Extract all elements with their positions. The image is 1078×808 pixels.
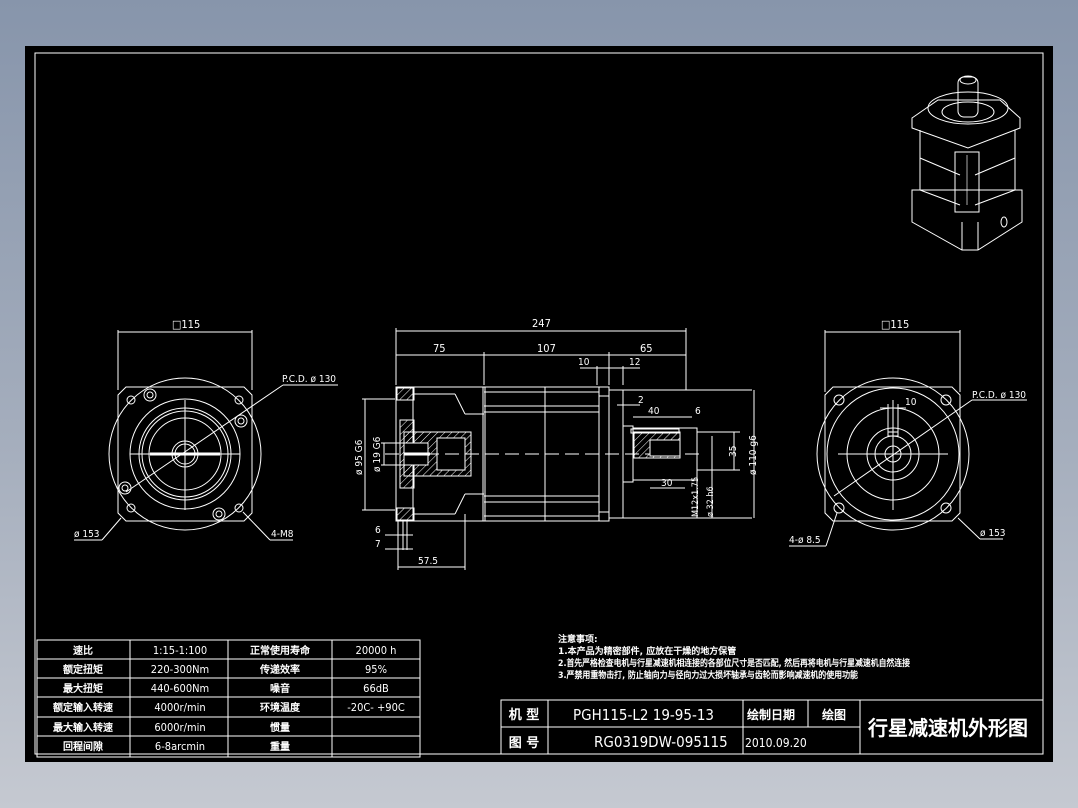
spec-value: 66dB bbox=[363, 682, 389, 695]
drawing-no-label: 图 号 bbox=[509, 736, 540, 751]
front-square-dim: □115 bbox=[172, 318, 200, 331]
spec-label: 传递效率 bbox=[259, 663, 300, 676]
note-item: 1.本产品为精密部件, 应放在干燥的地方保管 bbox=[558, 645, 736, 657]
spec-value: 440-600Nm bbox=[151, 682, 209, 695]
spec-label: 额定扭矩 bbox=[63, 663, 103, 676]
note-item: 3.严禁用重物击打, 防止轴向力与径向力过大损坏轴承与齿轮而影响减速机的使用功能 bbox=[558, 669, 858, 681]
spec-value: 4000r/min bbox=[154, 701, 205, 714]
rear-key-width: 10 bbox=[905, 397, 917, 408]
spec-label: 噪音 bbox=[270, 682, 290, 695]
notes-title: 注意事项: bbox=[558, 633, 598, 645]
dim-75: 75 bbox=[433, 342, 446, 355]
spec-label: 惯量 bbox=[270, 721, 290, 734]
spec-value: 95% bbox=[365, 663, 387, 676]
dim-57-5: 57.5 bbox=[418, 556, 438, 567]
front-view: □115 P.C.D. ø 130 ø 153 4-M8 bbox=[74, 318, 338, 541]
spec-value: 1:15-1:100 bbox=[153, 644, 207, 657]
spec-value: 6000r/min bbox=[154, 721, 205, 734]
date-label: 绘制日期 bbox=[747, 707, 795, 722]
title-block bbox=[500, 699, 1044, 755]
drawing-sheet: □115 P.C.D. ø 130 ø 153 4-M8 bbox=[25, 46, 1053, 762]
spec-value: 20000 h bbox=[356, 644, 397, 657]
dim-35: 35 bbox=[728, 446, 739, 457]
rear-pcd: P.C.D. ø 130 bbox=[972, 390, 1026, 401]
dim-2: 2 bbox=[638, 395, 644, 406]
rear-outer-dia: ø 153 bbox=[980, 528, 1006, 539]
spec-label: 最大输入转速 bbox=[53, 721, 113, 734]
drawer-label: 绘图 bbox=[822, 707, 846, 722]
dim-95: ø 95 G6 bbox=[354, 439, 365, 475]
rear-view: □115 10 P.C.D. ø 130 4-ø 8.5 ø 153 bbox=[789, 318, 1027, 547]
spec-table-text: 速比 1:15-1:100 正常使用寿命 20000 h 额定扭矩 220-30… bbox=[53, 644, 405, 753]
spec-table bbox=[36, 639, 421, 758]
note-item: 2.首先严格检查电机与行星减速机相连接的各部位尺寸是否匹配, 然后再将电机与行星… bbox=[558, 657, 910, 669]
dim-107: 107 bbox=[537, 342, 556, 355]
spec-label: 速比 bbox=[73, 644, 93, 657]
dim-32: ø 32 h6 bbox=[706, 486, 716, 517]
spec-label: 环境温度 bbox=[260, 701, 301, 714]
front-pcd: P.C.D. ø 130 bbox=[282, 374, 336, 385]
dim-7-left: 7 bbox=[375, 539, 381, 550]
drawing-title: 行星减速机外形图 bbox=[867, 716, 1028, 740]
isometric-view bbox=[911, 75, 1023, 251]
spec-label: 回程间隙 bbox=[63, 740, 103, 753]
drawing-no-value: RG0319DW-095115 bbox=[594, 733, 728, 751]
front-holes: 4-M8 bbox=[271, 529, 294, 540]
date-value: 2010.09.20 bbox=[745, 736, 807, 750]
dim-10: 10 bbox=[578, 357, 590, 368]
dim-6-right: 6 bbox=[695, 406, 701, 417]
notes: 注意事项: 1.本产品为精密部件, 应放在干燥的地方保管 2.首先严格检查电机与… bbox=[558, 633, 910, 681]
dim-65: 65 bbox=[640, 342, 653, 355]
dim-19: ø 19 G6 bbox=[372, 436, 383, 472]
dim-40: 40 bbox=[648, 406, 660, 417]
spec-label: 正常使用寿命 bbox=[250, 644, 311, 657]
rear-holes: 4-ø 8.5 bbox=[789, 535, 821, 546]
front-outer-dia: ø 153 bbox=[74, 529, 100, 540]
dim-30: 30 bbox=[661, 478, 673, 489]
spec-label: 重量 bbox=[270, 740, 290, 753]
model-label: 机 型 bbox=[509, 707, 540, 723]
rear-square-dim: □115 bbox=[881, 318, 909, 331]
spec-label: 最大扭矩 bbox=[63, 682, 103, 695]
title-block-text: 机 型 PGH115-L2 19-95-13 绘制日期 绘图 图 号 RG031… bbox=[509, 706, 1028, 751]
spec-value: 220-300Nm bbox=[151, 663, 209, 676]
dim-110: ø 110 g6 bbox=[748, 435, 759, 475]
model-value: PGH115-L2 19-95-13 bbox=[573, 706, 714, 724]
spec-value: 6-8arcmin bbox=[155, 740, 205, 753]
side-view: 247 75 107 65 10 12 bbox=[354, 317, 759, 570]
dim-12: 12 bbox=[629, 357, 640, 368]
dim-m12: M12x1.75 bbox=[691, 477, 701, 517]
spec-label: 额定输入转速 bbox=[53, 701, 113, 714]
spec-value: -20C- +90C bbox=[347, 701, 405, 714]
dim-247: 247 bbox=[532, 317, 551, 330]
dim-6-left: 6 bbox=[375, 525, 381, 536]
